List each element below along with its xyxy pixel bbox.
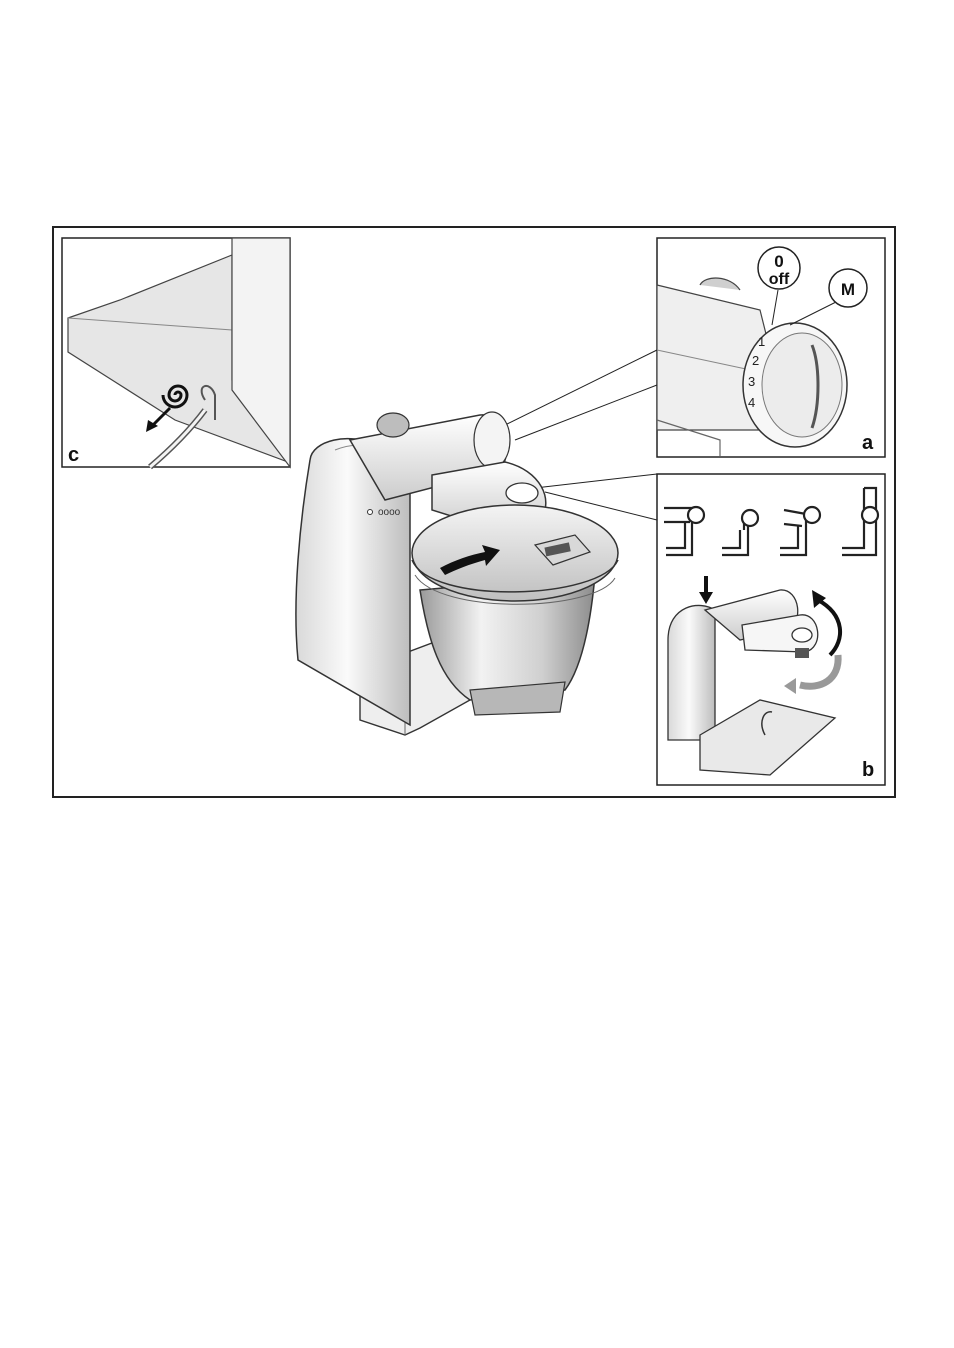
off-callout-text: off <box>769 271 790 288</box>
indicator-light <box>368 510 373 515</box>
dial-mark-1: 1 <box>758 334 765 349</box>
panel-c-letter: c <box>68 444 79 466</box>
panel-c: c <box>62 238 290 467</box>
panel-a: 1 2 3 4 0 off M a <box>657 238 885 457</box>
m-callout-text: M <box>841 280 855 299</box>
panel-a-letter: a <box>862 432 874 454</box>
arm-pivot <box>506 483 538 503</box>
off-callout-zero: 0 <box>774 252 783 271</box>
dial-mark-2: 2 <box>752 353 759 368</box>
dial-mark-4: 4 <box>748 395 755 410</box>
speed-buttons: oooo <box>378 507 401 518</box>
dial-mark-3: 3 <box>748 374 755 389</box>
panel-b-letter: b <box>862 759 874 781</box>
panel-b: b <box>657 474 885 785</box>
panel-b-stand <box>668 605 715 740</box>
